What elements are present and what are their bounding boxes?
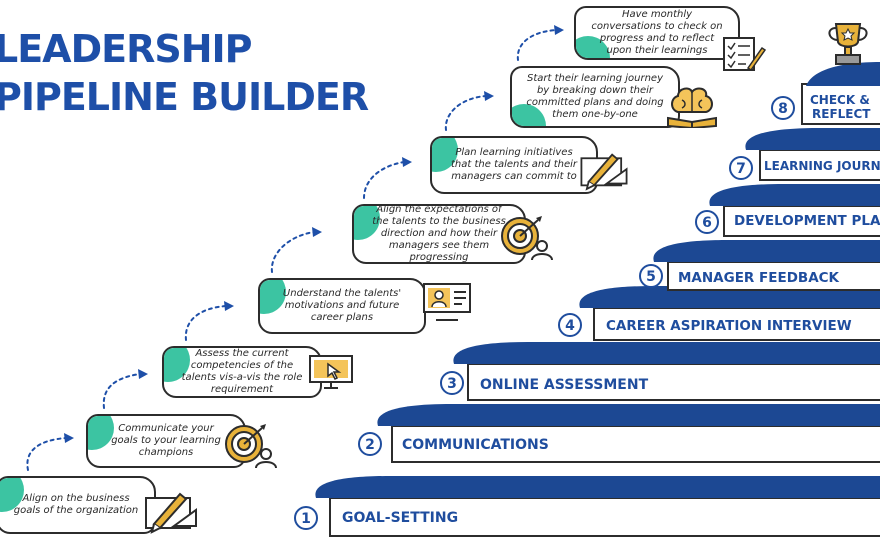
step-8-number: 8 xyxy=(778,101,788,117)
step-3-number-circle xyxy=(440,371,464,395)
bubble-step-4: Understand the talents' motivations and … xyxy=(258,278,426,334)
bubble-text: Understand the talents' motivations and … xyxy=(282,288,402,323)
step-8-label: CHECK & xyxy=(810,93,870,107)
step-3-label: ONLINE ASSESSMENT xyxy=(480,377,649,393)
step-3-number: 3 xyxy=(447,376,457,392)
teal-swoosh xyxy=(576,36,610,58)
bubble-text: Communicate your goals to your learning … xyxy=(111,423,221,458)
step-2-number: 2 xyxy=(365,437,375,453)
bubble-text: Align on the business goals of the organ… xyxy=(13,493,139,516)
step-7-tread xyxy=(745,128,880,150)
step-6-number: 6 xyxy=(702,215,712,231)
step-4-number: 4 xyxy=(565,318,575,334)
step-6-label: DEVELOPMENT PLAN xyxy=(734,213,880,229)
bubble-step-5: Align the expectations of the talents to… xyxy=(352,204,526,264)
summit-cap xyxy=(806,62,880,86)
trophy-icon xyxy=(828,23,868,65)
step-7-label: LEARNING JOURNEY xyxy=(764,159,880,173)
bubble-text: Align the expectations of the talents to… xyxy=(372,204,506,263)
bubble-step-6: Plan learning initiatives that the talen… xyxy=(430,136,598,194)
bubble-step-1: Align on the business goals of the organ… xyxy=(0,476,156,534)
step-7-number: 7 xyxy=(736,161,746,177)
step-3-face xyxy=(467,363,880,401)
step-4-face xyxy=(593,307,880,341)
step-5-tread xyxy=(653,240,880,262)
title-line-1: LEADERSHIP xyxy=(0,27,253,71)
step-4-tread xyxy=(579,286,880,308)
step-6-tread xyxy=(709,184,880,206)
step-5-number: 5 xyxy=(646,269,656,285)
step-8-label-line-2: REFLECT xyxy=(812,107,871,121)
step-2-number-circle xyxy=(358,432,382,456)
step-2-tread xyxy=(377,404,880,426)
bubble-text: Have monthly conversations to check on p… xyxy=(591,9,723,56)
step-2-label: COMMUNICATIONS xyxy=(402,437,549,453)
pencil-ruler-icon xyxy=(145,492,197,534)
step-6-face xyxy=(723,205,880,237)
step-1-number: 1 xyxy=(301,511,311,527)
bubble-step-8: Have monthly conversations to check on p… xyxy=(574,6,740,60)
step-7-number-circle xyxy=(729,156,753,180)
checklist-pen-icon xyxy=(723,37,766,72)
step-7-face xyxy=(759,149,880,181)
title-line-2: PIPELINE BUILDER xyxy=(0,75,369,119)
bubble-text: Assess the current competencies of the t… xyxy=(181,348,303,395)
target-person-icon xyxy=(225,424,277,469)
step-1-face xyxy=(329,497,880,537)
target-person-icon xyxy=(501,216,553,261)
monitor-cursor-icon xyxy=(309,355,353,389)
step-1-label: GOAL-SETTING xyxy=(342,510,458,526)
pencil-ruler-icon xyxy=(580,153,628,191)
bubble-text: Start their learning journey by breaking… xyxy=(526,73,664,120)
step-6-number-circle xyxy=(695,210,719,234)
step-3-tread xyxy=(453,342,880,364)
video-call-icon xyxy=(423,283,471,321)
step-5-number-circle xyxy=(639,264,663,288)
step-4-number-circle xyxy=(558,313,582,337)
bubble-step-2: Communicate your goals to your learning … xyxy=(86,414,246,468)
bubble-step-7: Start their learning journey by breaking… xyxy=(510,66,680,128)
bubble-step-3: Assess the current competencies of the t… xyxy=(162,346,322,398)
brain-book-icon xyxy=(667,87,717,128)
step-4-label: CAREER ASPIRATION INTERVIEW xyxy=(606,318,852,334)
step-5-label: MANAGER FEEDBACK xyxy=(678,270,840,286)
teal-swoosh xyxy=(512,104,546,126)
step-1-number-circle xyxy=(294,506,318,530)
step-8-number-circle xyxy=(771,96,795,120)
step-1-tread xyxy=(315,476,880,498)
bubble-text: Plan learning initiatives that the talen… xyxy=(451,147,577,182)
